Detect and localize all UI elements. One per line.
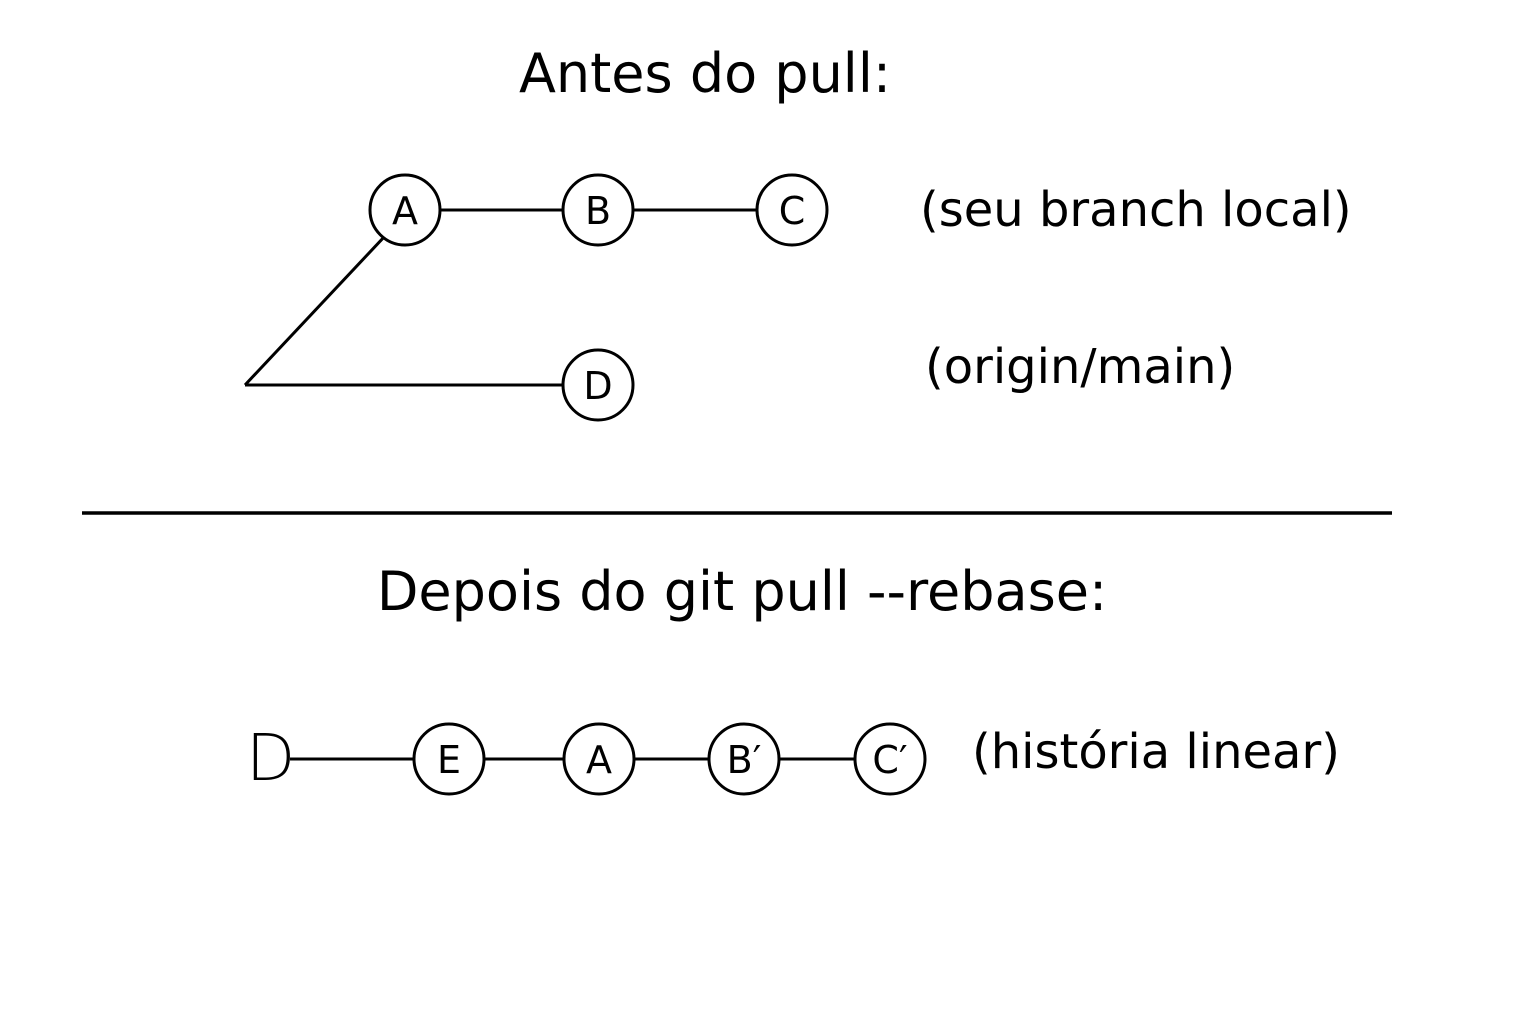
after-title: Depois do git pull --rebase:: [377, 560, 1107, 623]
commit-node-d: D: [561, 348, 635, 422]
commit-circle: [707, 722, 781, 796]
before-title: Antes do pull:: [519, 42, 891, 105]
commit-label: A: [392, 189, 418, 233]
commit-node-c-prime: C′: [853, 722, 927, 796]
commit-label: B′: [727, 738, 762, 782]
commit-label: C′: [872, 738, 907, 782]
commit-circle: [561, 173, 635, 247]
commit-node-a-rebased: A: [562, 722, 636, 796]
commit-circle: [561, 348, 635, 422]
commit-circle: [368, 173, 442, 247]
commit-circle: [412, 722, 486, 796]
commit-node-b: B: [561, 173, 635, 247]
origin-main-note: (origin/main): [925, 339, 1235, 395]
commit-circle: [562, 722, 636, 796]
commit-label: A: [586, 738, 612, 782]
commit-circle: [755, 173, 829, 247]
commit-node-e: E: [412, 722, 486, 796]
edge-fork-a: [243, 234, 387, 387]
commit-label: D: [583, 364, 612, 408]
commit-label: E: [437, 738, 461, 782]
commit-circle: [853, 722, 927, 796]
after-start-label: D: [246, 722, 295, 796]
commit-label: C: [779, 189, 806, 233]
local-branch-note: (seu branch local): [920, 182, 1352, 238]
commit-node-a: A: [368, 173, 442, 247]
linear-history-note: (história linear): [972, 724, 1340, 780]
commit-node-c: C: [755, 173, 829, 247]
commit-label: B: [585, 189, 611, 233]
commit-node-b-prime: B′: [707, 722, 781, 796]
